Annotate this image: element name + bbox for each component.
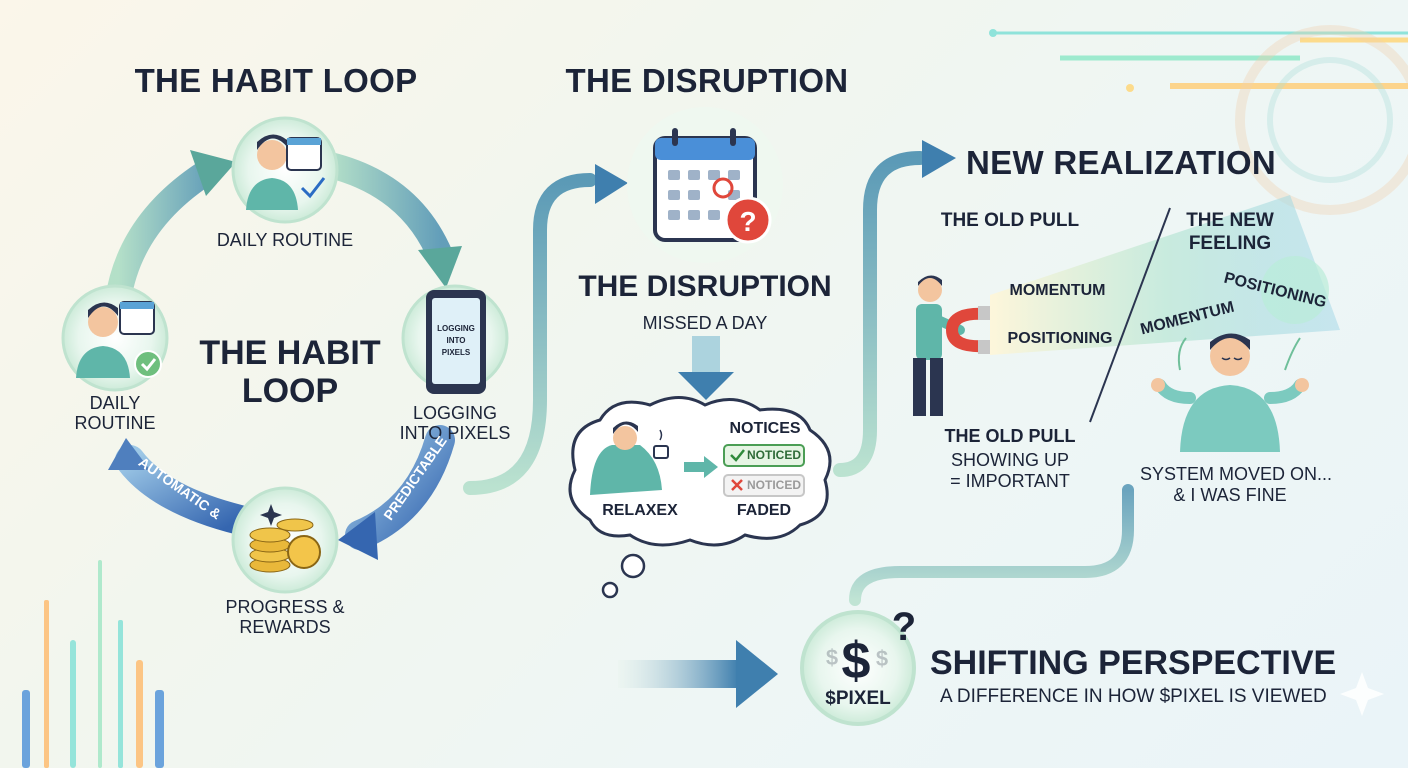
disruption-subtitle: THE DISRUPTION [578,270,832,303]
phone-screen-line2: INTO [446,336,466,345]
svg-text:$: $ [842,632,871,690]
habit-node-right [401,284,509,394]
node-top-label: DAILY ROUTINE [216,230,354,250]
node-bottom-label-line1: PROGRESS & [225,597,345,617]
sparkle-icon [1340,672,1384,716]
habit-node-bottom [231,486,339,594]
svg-text:?: ? [739,206,756,237]
down-arrow [678,336,734,400]
bottom-arrow [618,640,778,708]
cloud-notices-label: NOTICES [729,420,801,437]
decor-bars [22,560,164,768]
coin-label: $PIXEL [825,688,891,709]
phone-screen-line1: LOGGING [437,324,475,333]
habit-loop-cycle [105,150,462,560]
habit-loop-center-title-line2: LOOP [241,372,339,410]
phone-screen-line3: PIXELS [441,348,471,357]
old-pull-desc-line2: = IMPORTANT [950,471,1070,491]
old-pull-heading: THE OLD PULL [940,210,1080,231]
magnet-person [913,275,990,416]
cloud-faded-label: FADED [736,502,792,519]
new-desc-line2: & I WAS FINE [1173,485,1287,505]
positioning-left-label: POSITIONING [1007,330,1113,347]
habit-node-top [231,116,339,224]
svg-text:?: ? [892,605,916,649]
old-pull-label: THE OLD PULL [944,426,1076,446]
svg-text:$: $ [826,645,838,670]
node-right-label-line2: INTO PIXELS [399,423,511,443]
connector-habit-to-disruption [463,173,597,495]
new-feeling-heading-line1: THE NEW [1186,210,1274,231]
new-feeling-heading-line2: FEELING [1188,233,1272,254]
realization-title: NEW REALIZATION [966,144,1277,181]
disruption-caption: MISSED A DAY [642,313,768,333]
old-pull-desc-line1: SHOWING UP [950,450,1069,470]
pull-beam [990,195,1340,423]
pixel-coin-icon: $ $ $ ? [800,605,916,726]
badge-noticed: NOTICED [747,448,801,462]
habit-loop-title: THE HABIT LOOP [134,62,418,99]
calm-person [1151,333,1309,452]
calendar-question-icon: ? [627,107,783,263]
connector-arrowhead-1 [595,164,628,204]
connector-arrowhead-2 [922,140,956,178]
svg-text:$: $ [876,646,888,671]
node-right-label-line1: LOGGING [412,403,497,423]
node-bottom-label-line2: REWARDS [239,617,331,637]
habit-loop-center-title-line1: THE HABIT [199,334,381,372]
momentum-left-label: MOMENTUM [1009,282,1106,299]
perspective-subtitle: A DIFFERENCE IN HOW $PIXEL IS VIEWED [940,686,1327,707]
connector-cloud-to-realization [833,151,927,477]
node-left-label-line2: ROUTINE [74,413,156,433]
thought-cloud [568,396,832,599]
connector-realization-to-perspective [849,484,1134,606]
perspective-title: SHIFTING PERSPECTIVE [930,644,1337,682]
cloud-relaxed-label: RELAXEX [602,502,678,519]
badge-noticed-faded: NOTICED [747,478,801,492]
habit-node-left [61,284,169,392]
new-desc-line1: SYSTEM MOVED ON... [1140,464,1333,484]
disruption-title: THE DISRUPTION [565,62,849,99]
decor-lines [989,25,1408,215]
node-left-label-line1: DAILY [89,393,141,413]
